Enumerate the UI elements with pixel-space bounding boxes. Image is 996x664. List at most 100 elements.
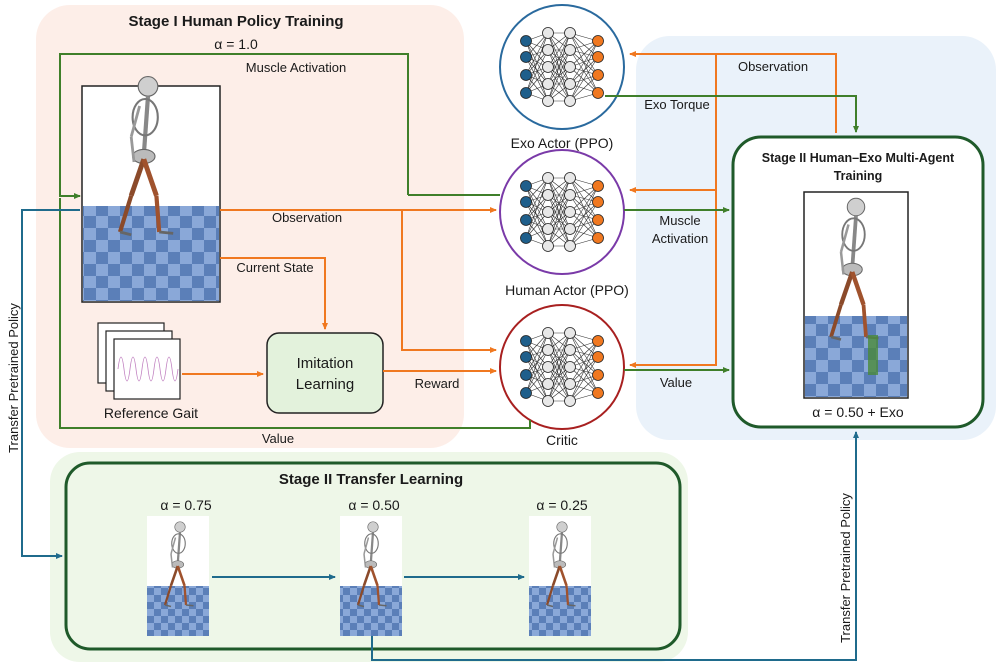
nn-edge (547, 332, 571, 385)
nn-node (592, 180, 604, 192)
exo-torque-arrow (605, 95, 859, 133)
nn-edge (547, 177, 571, 213)
nn-node (542, 95, 554, 107)
nn-edge (569, 332, 599, 358)
nn-node (592, 351, 604, 363)
nn-edge (547, 211, 571, 247)
nn-edge (525, 177, 549, 221)
nn-edge (525, 201, 549, 247)
nn-node (542, 344, 554, 356)
nn-node (592, 35, 604, 47)
nn-node (592, 214, 604, 226)
nn-node (592, 87, 604, 99)
nn-edge (569, 356, 599, 402)
nn-edge (547, 66, 571, 102)
nn-node (542, 189, 554, 201)
stage1-title: Stage I Human Policy Training (128, 13, 343, 30)
reference-gait-image (97, 322, 181, 400)
nn-node (564, 344, 576, 356)
exo-torque-label: Exo Torque (644, 97, 710, 112)
transfer-left-label: Transfer Pretrained Policy (6, 303, 21, 453)
current-state-label: Current State (236, 260, 313, 275)
transfer-left-arrow (21, 209, 80, 559)
nn-node (564, 78, 576, 90)
nn-node (520, 69, 532, 81)
observation-left-label: Observation (272, 210, 342, 225)
nn-node (542, 240, 554, 252)
nn-edge (569, 177, 599, 203)
nn-node (542, 27, 554, 39)
nn-edge (547, 349, 571, 402)
imitation-label-2: Learning (296, 376, 354, 393)
nn-edge (569, 56, 599, 102)
nn-edge (569, 366, 599, 394)
stage2-multi-title-1: Stage II Human–Exo Multi-Agent (762, 151, 955, 165)
nn-node (542, 172, 554, 184)
nn-edge (569, 66, 599, 94)
nn-node (592, 69, 604, 81)
transfer-image-3 (529, 516, 591, 636)
nn-node (542, 361, 554, 373)
nn-node (520, 196, 532, 208)
nn-edge (547, 49, 571, 102)
nn-node (520, 214, 532, 226)
transfer-image-1 (147, 516, 209, 636)
nn-node (520, 387, 532, 399)
nn-edge (569, 40, 599, 85)
nn-node (564, 27, 576, 39)
human-actor-label: Human Actor (PPO) (505, 282, 629, 298)
nn-edge (525, 177, 549, 239)
nn-edge (569, 374, 599, 402)
nn-node (520, 35, 532, 47)
nn-node (520, 180, 532, 192)
nn-node (520, 51, 532, 63)
nn-edge (525, 356, 549, 402)
stage2-multi-simulation-image (803, 191, 909, 399)
nn-edge (525, 32, 549, 76)
stage2-multi-title-2: Training (834, 169, 883, 183)
nn-edge (569, 340, 599, 385)
nn-node (542, 61, 554, 73)
transfer-alpha-3: α = 0.25 (536, 497, 588, 513)
observation-left-arrow (220, 207, 497, 353)
nn-edge (525, 32, 549, 94)
stage2-multi-alpha: α = 0.50 + Exo (812, 404, 904, 420)
nn-node (564, 44, 576, 56)
nn-node (592, 369, 604, 381)
nn-edge (525, 332, 549, 394)
transfer-right-arrow (371, 431, 859, 661)
nn-node (564, 361, 576, 373)
value-bottom-arrow (59, 198, 531, 429)
muscle-activation-right-label-1: Muscle (659, 213, 700, 228)
nn-node (564, 61, 576, 73)
reward-label: Reward (415, 376, 460, 391)
nn-edge (525, 332, 549, 376)
nn-edge (547, 32, 571, 68)
nn-node (542, 78, 554, 90)
nn-node (564, 223, 576, 235)
transfer-alpha-1: α = 0.75 (160, 497, 212, 513)
stage1-simulation-image (81, 77, 221, 303)
nn-node (542, 223, 554, 235)
nn-node (564, 240, 576, 252)
nn-edge (547, 194, 571, 247)
nn-node (592, 335, 604, 347)
nn-node (542, 378, 554, 390)
critic-label: Critic (546, 432, 578, 448)
current-state-arrow (220, 257, 328, 330)
imitation-label-1: Imitation (297, 355, 354, 372)
nn-edge (547, 332, 571, 368)
stage2-transfer-title: Stage II Transfer Learning (279, 471, 463, 488)
transfer-right-label: Transfer Pretrained Policy (838, 493, 853, 643)
nn-edge (569, 340, 599, 402)
nn-node (564, 327, 576, 339)
nn-edge (569, 201, 599, 247)
nn-node (564, 189, 576, 201)
nn-edge (525, 194, 549, 239)
nn-node (520, 335, 532, 347)
nn-node (564, 378, 576, 390)
nn-node (592, 232, 604, 244)
nn-node (592, 196, 604, 208)
nn-edge (569, 211, 599, 239)
